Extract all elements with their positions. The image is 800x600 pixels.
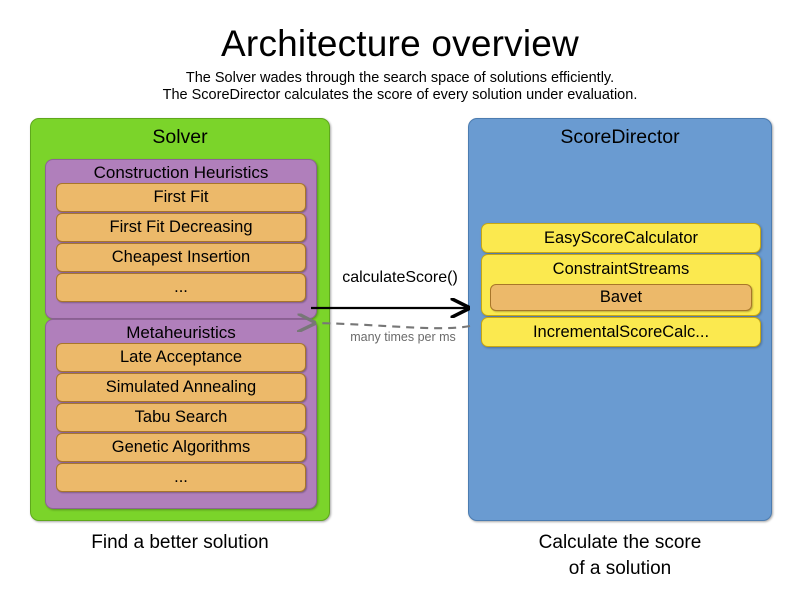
list-item[interactable]: Tabu Search [56, 403, 306, 432]
solver-panel-title: Solver [152, 126, 208, 148]
bavet-box[interactable]: Bavet [490, 284, 752, 311]
list-item-ellipsis[interactable]: ... [56, 273, 306, 302]
subtitle-line-1: The Solver wades through the search spac… [185, 70, 615, 86]
calculator-list: EasyScoreCalculator ConstraintStreams Ba… [481, 223, 761, 348]
construction-heuristics-item-list: First Fit First Fit Decreasing Cheapest … [46, 183, 316, 302]
metaheuristics-title: Metaheuristics [126, 323, 236, 342]
arrow-svg [320, 260, 471, 360]
metaheuristics-group: Metaheuristics Late Acceptance Simulated… [45, 319, 317, 509]
subtitle-line-2: The ScoreDirector calculates the score o… [162, 87, 638, 103]
constraint-streams-box[interactable]: ConstraintStreams Bavet [481, 254, 761, 316]
list-item[interactable]: First Fit Decreasing [56, 213, 306, 242]
construction-heuristics-group: Construction Heuristics First Fit First … [45, 159, 317, 319]
list-item[interactable]: Genetic Algorithms [56, 433, 306, 462]
scoredirector-caption: Calculate the score of a solution [468, 530, 772, 582]
easy-score-calculator-box[interactable]: EasyScoreCalculator [481, 223, 761, 253]
diagram-header: Architecture overview The Solver wades t… [0, 0, 800, 104]
scoredirector-panel-title: ScoreDirector [560, 126, 680, 148]
incremental-score-calculator-box[interactable]: IncrementalScoreCalc... [481, 317, 761, 347]
scoredirector-panel: ScoreDirector EasyScoreCalculator Constr… [468, 118, 772, 521]
list-item[interactable]: Late Acceptance [56, 343, 306, 372]
metaheuristics-item-list: Late Acceptance Simulated Annealing Tabu… [46, 343, 316, 492]
list-item[interactable]: First Fit [56, 183, 306, 212]
scoredirector-caption-line-1: Calculate the score [538, 532, 702, 553]
list-item[interactable]: Simulated Annealing [56, 373, 306, 402]
solver-panel: Solver Construction Heuristics First Fit… [30, 118, 330, 521]
constraint-streams-label: ConstraintStreams [552, 260, 690, 278]
page-title: Architecture overview [221, 23, 579, 64]
scoredirector-caption-line-2: of a solution [568, 558, 672, 579]
construction-heuristics-title: Construction Heuristics [93, 163, 269, 182]
calculate-score-label: calculateScore() [342, 269, 458, 286]
solver-caption: Find a better solution [91, 532, 269, 553]
many-times-per-ms-label: many times per ms [350, 330, 456, 344]
arrow-group: calculateScore() many times per ms [320, 260, 480, 360]
list-item[interactable]: Cheapest Insertion [56, 243, 306, 272]
list-item-ellipsis[interactable]: ... [56, 463, 306, 492]
many-times-per-ms-arrow [314, 323, 471, 328]
